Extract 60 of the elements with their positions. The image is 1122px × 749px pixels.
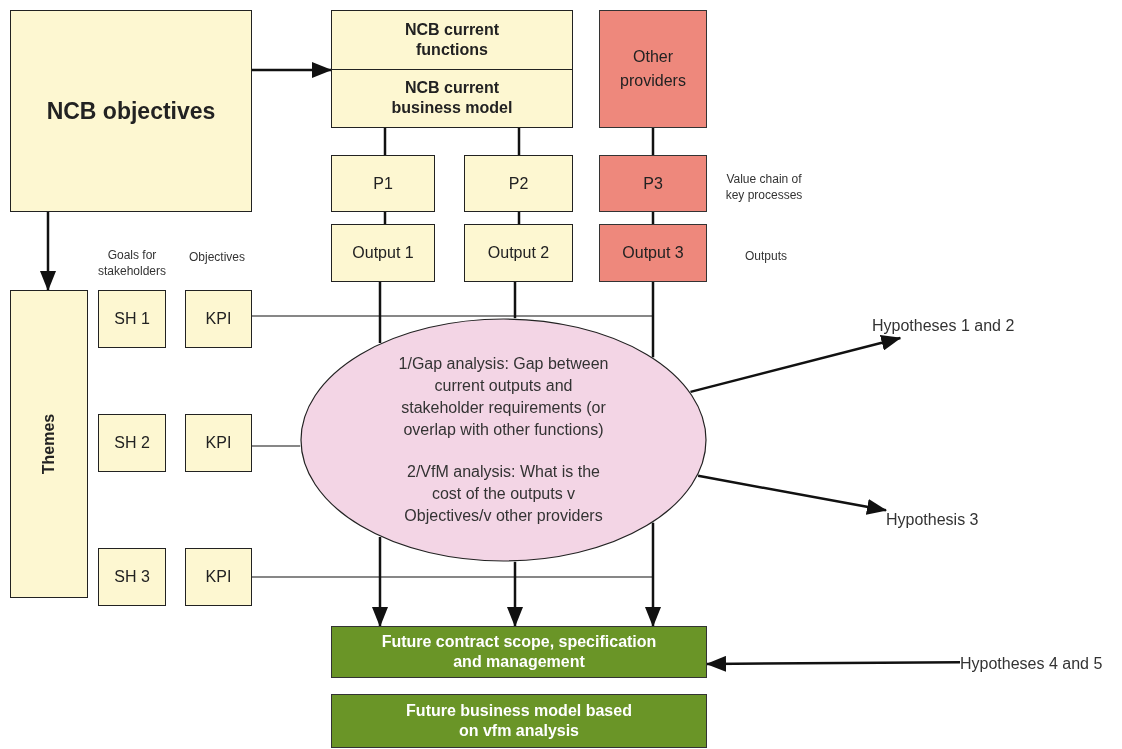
arrow: [706, 655, 960, 672]
stakeholder-box: [98, 548, 166, 606]
arrow: [690, 335, 902, 394]
output-box: [464, 224, 573, 282]
provider-box: [599, 10, 707, 128]
process-box: [599, 155, 707, 212]
process-box: [331, 10, 573, 128]
box-label: Other providers: [619, 47, 687, 91]
hypothesis-label: Hypotheses 1 and 2: [872, 314, 1022, 338]
themes-box: [10, 290, 88, 598]
objectives-box: [10, 10, 252, 212]
arrow: [40, 212, 56, 291]
output-box: [331, 224, 435, 282]
box-label: Future business model based on vfm analysis: [405, 701, 633, 741]
arrow: [697, 474, 887, 515]
connector-line: [651, 128, 655, 155]
stakeholder-box: [98, 290, 166, 348]
kpi-box: [185, 414, 252, 472]
analysis-ellipse: [300, 318, 707, 562]
arrow: [252, 62, 332, 78]
connector-line: [513, 282, 517, 319]
output-box: [599, 224, 707, 282]
hypothesis-label: Hypotheses 4 and 5: [960, 652, 1120, 676]
annotation-label: Value chain of key processes: [724, 171, 804, 204]
annotation-label: Outputs: [744, 248, 788, 265]
box-label: SH 3: [114, 567, 150, 587]
arrow: [507, 561, 523, 627]
box-label: Future contract scope, specification and management: [380, 632, 658, 672]
box-label: Output 2: [487, 243, 550, 263]
hypothesis-label: Hypothesis 3: [886, 508, 991, 532]
box-label: P2: [508, 173, 529, 194]
box-label: SH 2: [114, 433, 150, 453]
arrow: [372, 537, 388, 627]
ellipse-text: 2/VfM analysis: What is the cost of the outputs v Objectives/v other providers: [403, 462, 604, 526]
outcome-box: [331, 694, 707, 748]
ellipse-text: 1/Gap analysis: Gap between current outputs and stakeholder requirements (or overlap with other functions): [397, 354, 610, 440]
connector-line: [383, 128, 387, 155]
box-label: P1: [373, 173, 393, 194]
box-label: KPI: [205, 433, 232, 453]
kpi-box: [185, 548, 252, 606]
box-label: P3: [643, 173, 663, 194]
box-label: KPI: [205, 309, 232, 329]
process-box: [464, 155, 573, 212]
outcome-box: [331, 626, 707, 678]
box-label: NCB objectives: [46, 96, 216, 126]
box-label: Output 1: [352, 243, 414, 263]
box-label: KPI: [205, 567, 232, 587]
box-label: Themes: [39, 413, 58, 475]
connector-line: [378, 282, 382, 343]
box-label: NCB current business model: [390, 78, 514, 119]
connector-line: [517, 128, 521, 155]
box-label: Output 3: [622, 243, 684, 263]
annotation-label: Goals for stakeholders: [96, 247, 167, 280]
process-box: [331, 155, 435, 212]
box-label: SH 1: [114, 309, 150, 329]
kpi-box: [185, 290, 252, 348]
annotation-label: Objectives: [188, 249, 246, 266]
stakeholder-box: [98, 414, 166, 472]
box-label: NCB current functions: [332, 11, 572, 70]
connector-line: [251, 445, 301, 447]
